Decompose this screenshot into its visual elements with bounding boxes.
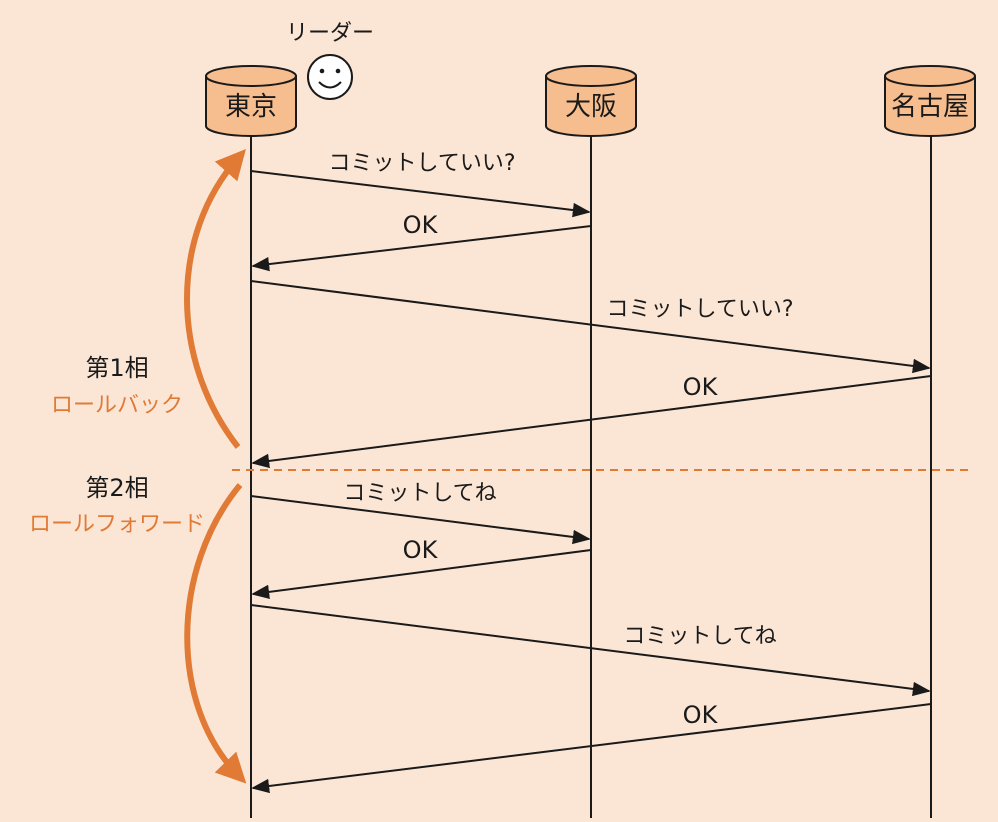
message-arrow-8 [251, 703, 932, 794]
phase1-rollback-arrow [184, 148, 246, 449]
osaka-node: 大阪 [545, 65, 637, 137]
message-label-1: コミットしていい? [328, 151, 515, 176]
message-arrow-6 [251, 549, 592, 600]
nagoya-label: 名古屋 [891, 92, 969, 122]
message-arrow-4 [251, 375, 932, 469]
message-arrow-7 [250, 604, 931, 697]
message-label-5: コミットしてね [343, 481, 496, 506]
message-label-8: OK [683, 701, 719, 729]
message-label-6: OK [403, 536, 439, 564]
message-arrow-1 [250, 170, 591, 218]
message-arrow-3 [250, 280, 931, 374]
message-label-7: コミットしてね [623, 624, 776, 649]
osaka-label: 大阪 [565, 92, 617, 122]
phase2-rollforward-arrow [184, 483, 247, 784]
osaka-cylinder-body [545, 76, 637, 137]
nagoya-cylinder-body [884, 76, 976, 137]
nagoya-cylinder-top [884, 65, 976, 87]
smiley-face-icon [307, 54, 353, 100]
phase1-subtitle: ロールバック [51, 393, 183, 418]
tokyo-label: 東京 [225, 92, 277, 122]
message-arrow-5 [250, 495, 591, 545]
phase2-title: 第2相 [85, 474, 148, 502]
phase2-subtitle: ロールフォワード [29, 512, 205, 537]
phase1-title: 第1相 [85, 354, 148, 382]
tokyo-cylinder-body [205, 76, 297, 137]
message-label-2: OK [403, 211, 439, 239]
message-label-3: コミットしていい? [606, 297, 793, 322]
message-arrow-2 [251, 225, 592, 272]
leader-label: リーダー [286, 21, 374, 46]
message-label-4: OK [683, 373, 719, 401]
osaka-cylinder-top [545, 65, 637, 87]
tokyo-cylinder-top [205, 65, 297, 87]
nagoya-node: 名古屋 [884, 65, 976, 137]
tokyo-node: 東京 [205, 65, 297, 137]
